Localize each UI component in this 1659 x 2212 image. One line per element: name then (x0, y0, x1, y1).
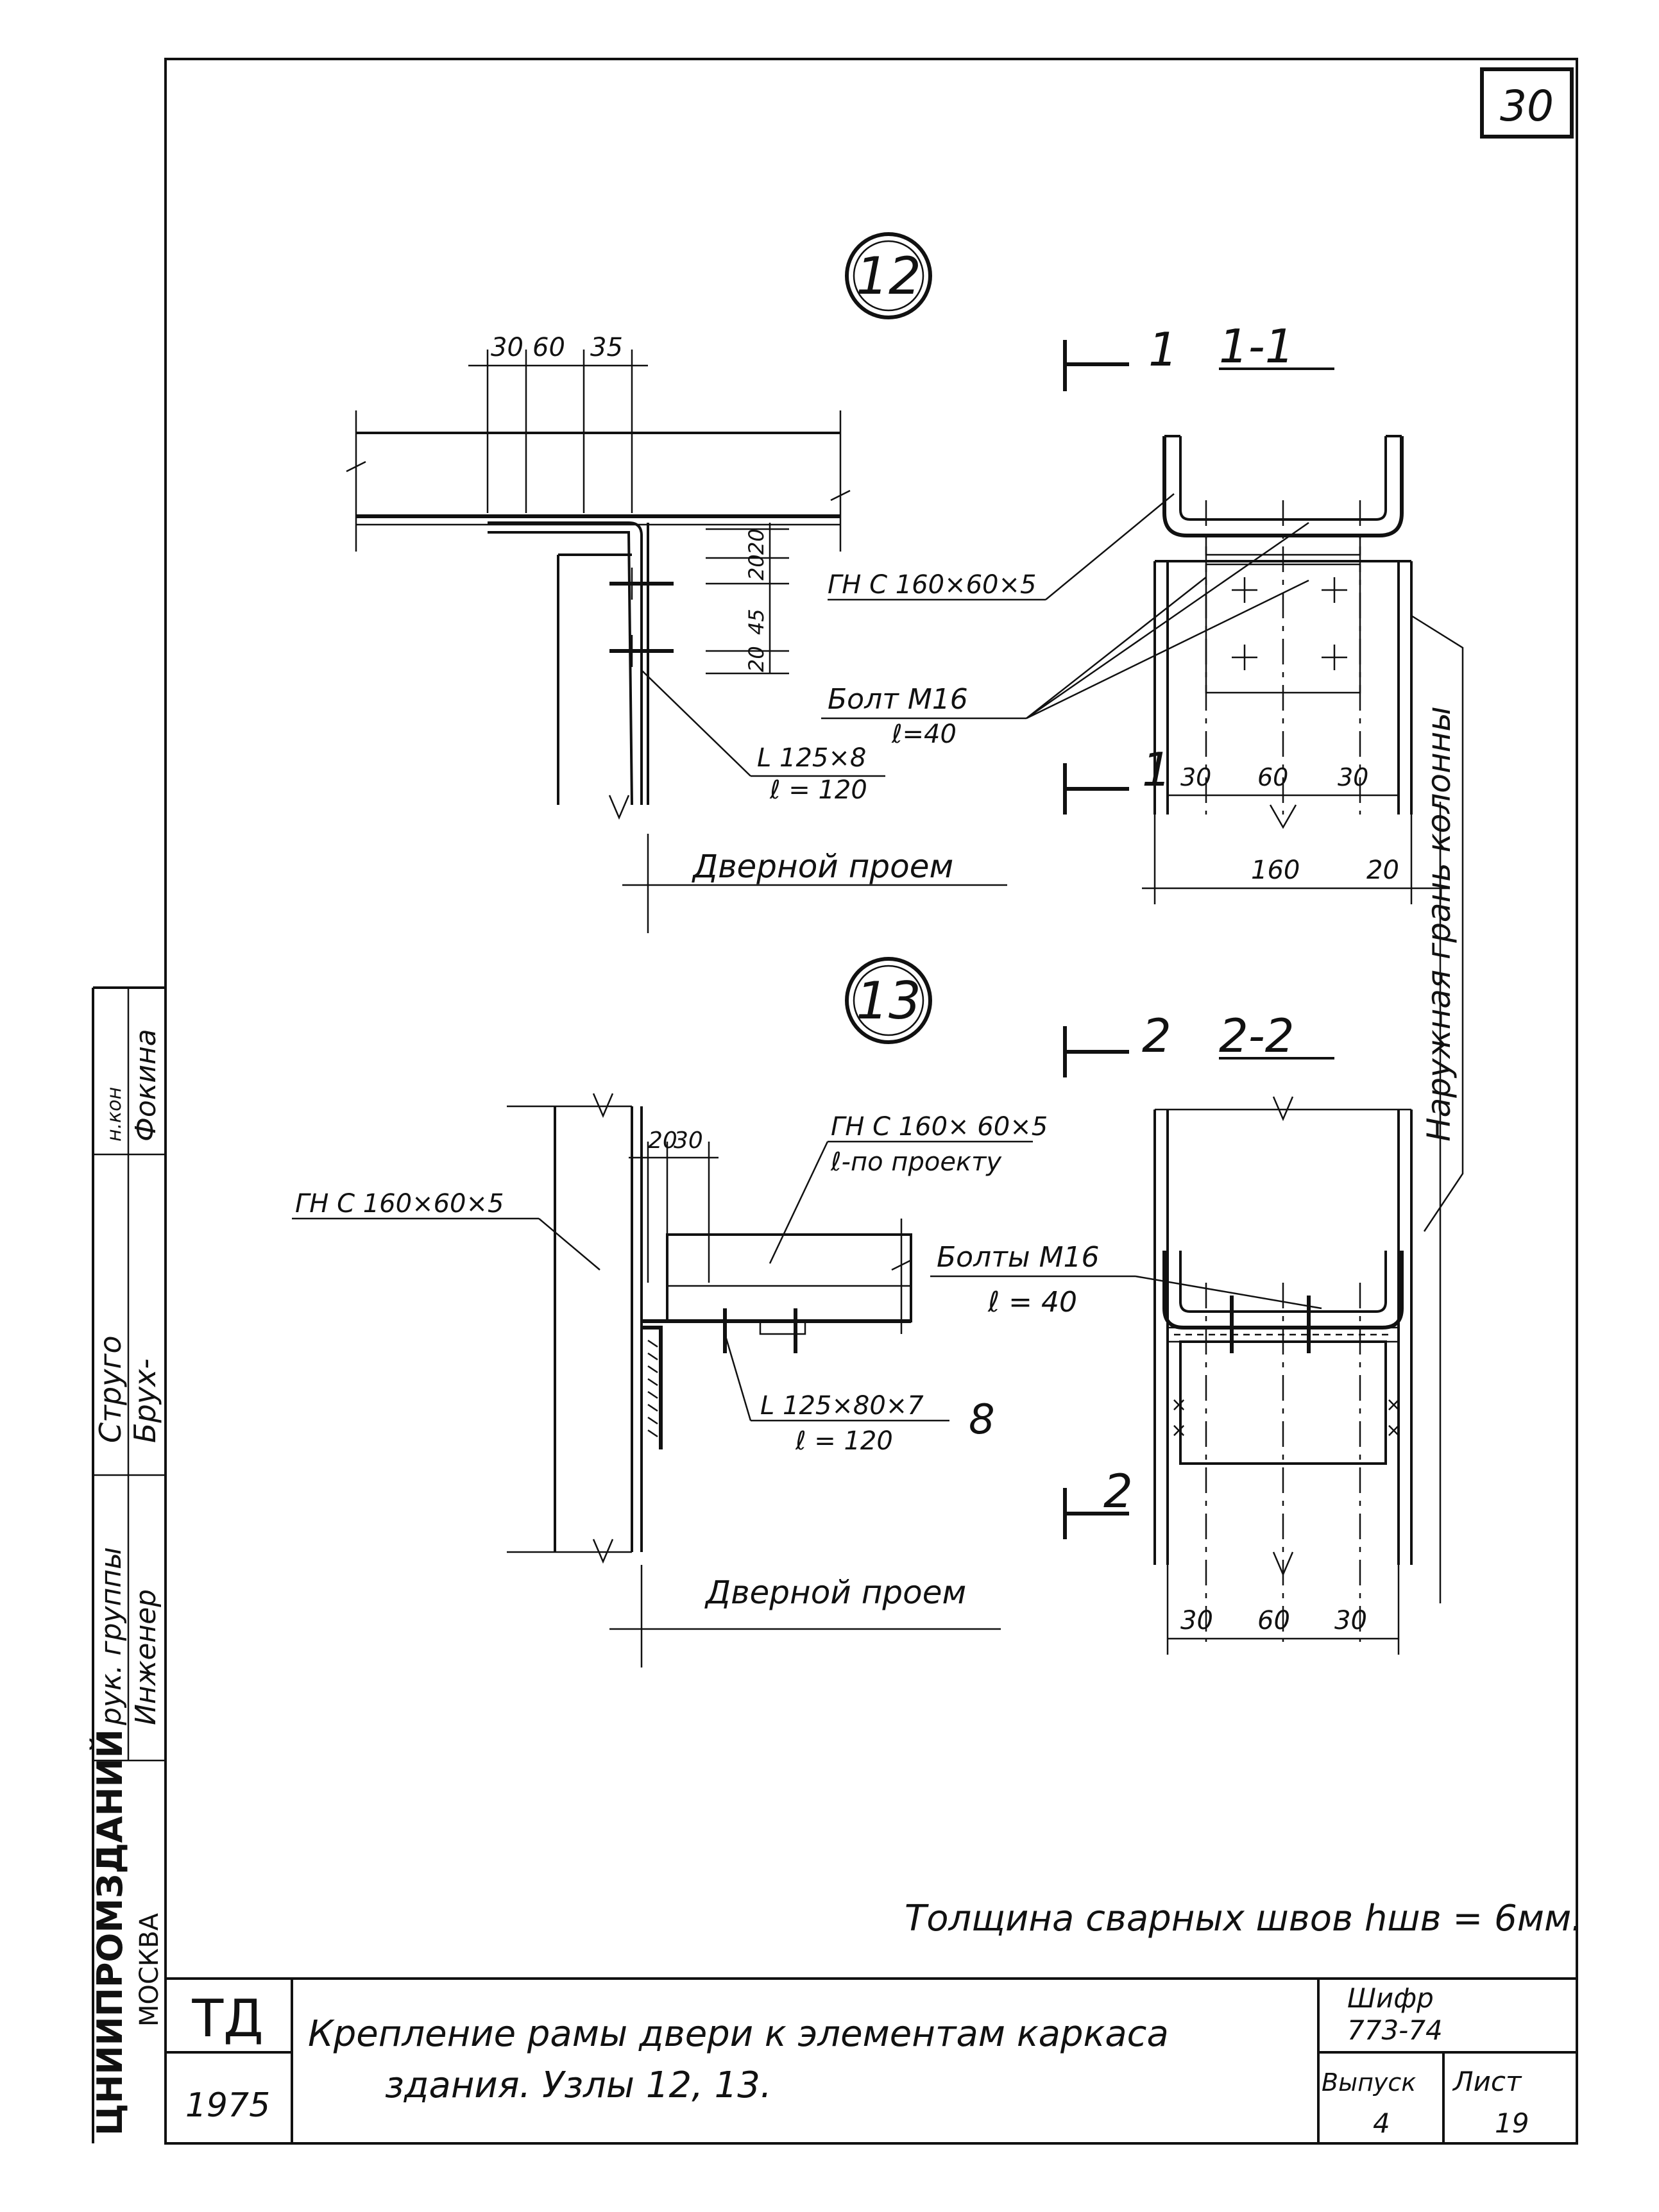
svg-text:1: 1 (1142, 743, 1171, 797)
side-stamp: рук. группы Инженер Струго Брух- н.кон Ф… (90, 986, 166, 2143)
node-13-door-label: Дверной проем (704, 1574, 966, 1611)
node-12-bolt-label: Болт М16 (828, 683, 968, 716)
signature-2: Брух- (128, 1358, 162, 1443)
node-12-profile-label: ГН С 160×60×5 (828, 570, 1036, 600)
node-12-door-label: Дверной проем (692, 848, 953, 885)
svg-text:30: 30 (491, 333, 523, 362)
svg-text:×: × (1171, 1419, 1187, 1442)
column-face-annotation: Наружная грань колонны (1411, 614, 1464, 1603)
series-mark: ТД (191, 1989, 263, 2048)
svg-text:20: 20 (1366, 856, 1399, 885)
page-number: 30 (1500, 81, 1554, 131)
node-12-section-title: 1-1 (1219, 319, 1295, 373)
node-13-weld-symbol: 8 (969, 1396, 995, 1444)
node-12-angle-length: ℓ = 120 (769, 775, 867, 805)
sheet-frame (164, 58, 1578, 2145)
node-13-section-mark: 2 (1142, 1009, 1171, 1063)
year: 1975 (185, 2086, 270, 2125)
role-lead: рук. группы (95, 1547, 128, 1726)
svg-text:30: 30 (1180, 763, 1211, 791)
title-block: ТД 1975 Крепление рамы двери к элементам… (185, 1982, 1529, 2139)
node-13-profile-length: ℓ-по проекту (830, 1147, 1002, 1177)
svg-text:160: 160 (1251, 856, 1300, 885)
node-12: 12 30 60 35 20 20 (346, 232, 1450, 933)
node-12-callout (845, 232, 932, 319)
svg-text:20: 20 (648, 1127, 677, 1154)
svg-text:30: 30 (1334, 1606, 1367, 1635)
svg-text:60: 60 (1257, 763, 1288, 791)
column-face-label: Наружная грань колонны (1420, 706, 1458, 1142)
role-engineer: Инженер (130, 1589, 162, 1725)
node-12-number: 12 (856, 246, 921, 306)
node-13-section-title: 2-2 (1219, 1009, 1295, 1063)
svg-text:45: 45 (744, 609, 769, 635)
node-13-bolt-length: ℓ = 40 (987, 1286, 1077, 1319)
code-value: 773-74 (1347, 2014, 1443, 2046)
signature-1: Струго (93, 1335, 128, 1443)
node-13-angle-label: L 125×80×7 (760, 1391, 924, 1421)
code-label: Шифр (1347, 1982, 1434, 2014)
svg-text:60: 60 (1257, 1606, 1290, 1635)
title-line-1: Крепление рамы двери к элементам каркаса (308, 2013, 1169, 2055)
org-name: ЦНИИПРОМЗДАНИЙ (90, 1729, 130, 2136)
weld-thickness-note: Толщина сварных швов hшв = 6мм. (905, 1898, 1583, 1939)
norm-control: н.кон (103, 1087, 126, 1142)
node-13: 13 20 30 ГН С 160×60×5 ГН С 160× 60×5 (292, 957, 1413, 1667)
svg-text:60: 60 (532, 333, 565, 362)
svg-text:×: × (1171, 1394, 1187, 1416)
sheet-value: 19 (1495, 2107, 1529, 2139)
sheet-label: Лист (1452, 2066, 1522, 2097)
node-13-bolt-label: Болты М16 (937, 1241, 1100, 1274)
svg-text:35: 35 (590, 333, 623, 362)
svg-text:30: 30 (1180, 1606, 1213, 1635)
node-13-profile-label: ГН С 160× 60×5 (831, 1112, 1048, 1142)
svg-text:20: 20 (744, 528, 769, 555)
name-fokina: Фокина (130, 1029, 162, 1142)
node-13-profile-left: ГН С 160×60×5 (295, 1189, 504, 1219)
svg-text:30: 30 (674, 1127, 703, 1154)
node-13-number: 13 (856, 971, 921, 1031)
org-city: МОСКВА (135, 1912, 164, 2027)
issue-label: Выпуск (1322, 2068, 1416, 2097)
node-12-angle-label: L 125×8 (757, 743, 866, 773)
svg-text:2: 2 (1103, 1464, 1133, 1518)
node-12-section-mark: 1 (1148, 323, 1178, 376)
title-line-2: здания. Узлы 12, 13. (385, 2064, 772, 2106)
page-number-box: 30 (1480, 67, 1574, 139)
svg-text:×: × (1386, 1394, 1402, 1416)
node-13-callout (845, 957, 932, 1044)
svg-text:30: 30 (1338, 763, 1368, 791)
node-12-bolt-length: ℓ=40 (891, 720, 957, 749)
node-13-angle-length: ℓ = 120 (795, 1426, 893, 1456)
svg-text:20: 20 (744, 554, 769, 580)
svg-text:×: × (1386, 1419, 1402, 1442)
issue-value: 4 (1373, 2107, 1390, 2139)
svg-text:20: 20 (744, 646, 769, 672)
